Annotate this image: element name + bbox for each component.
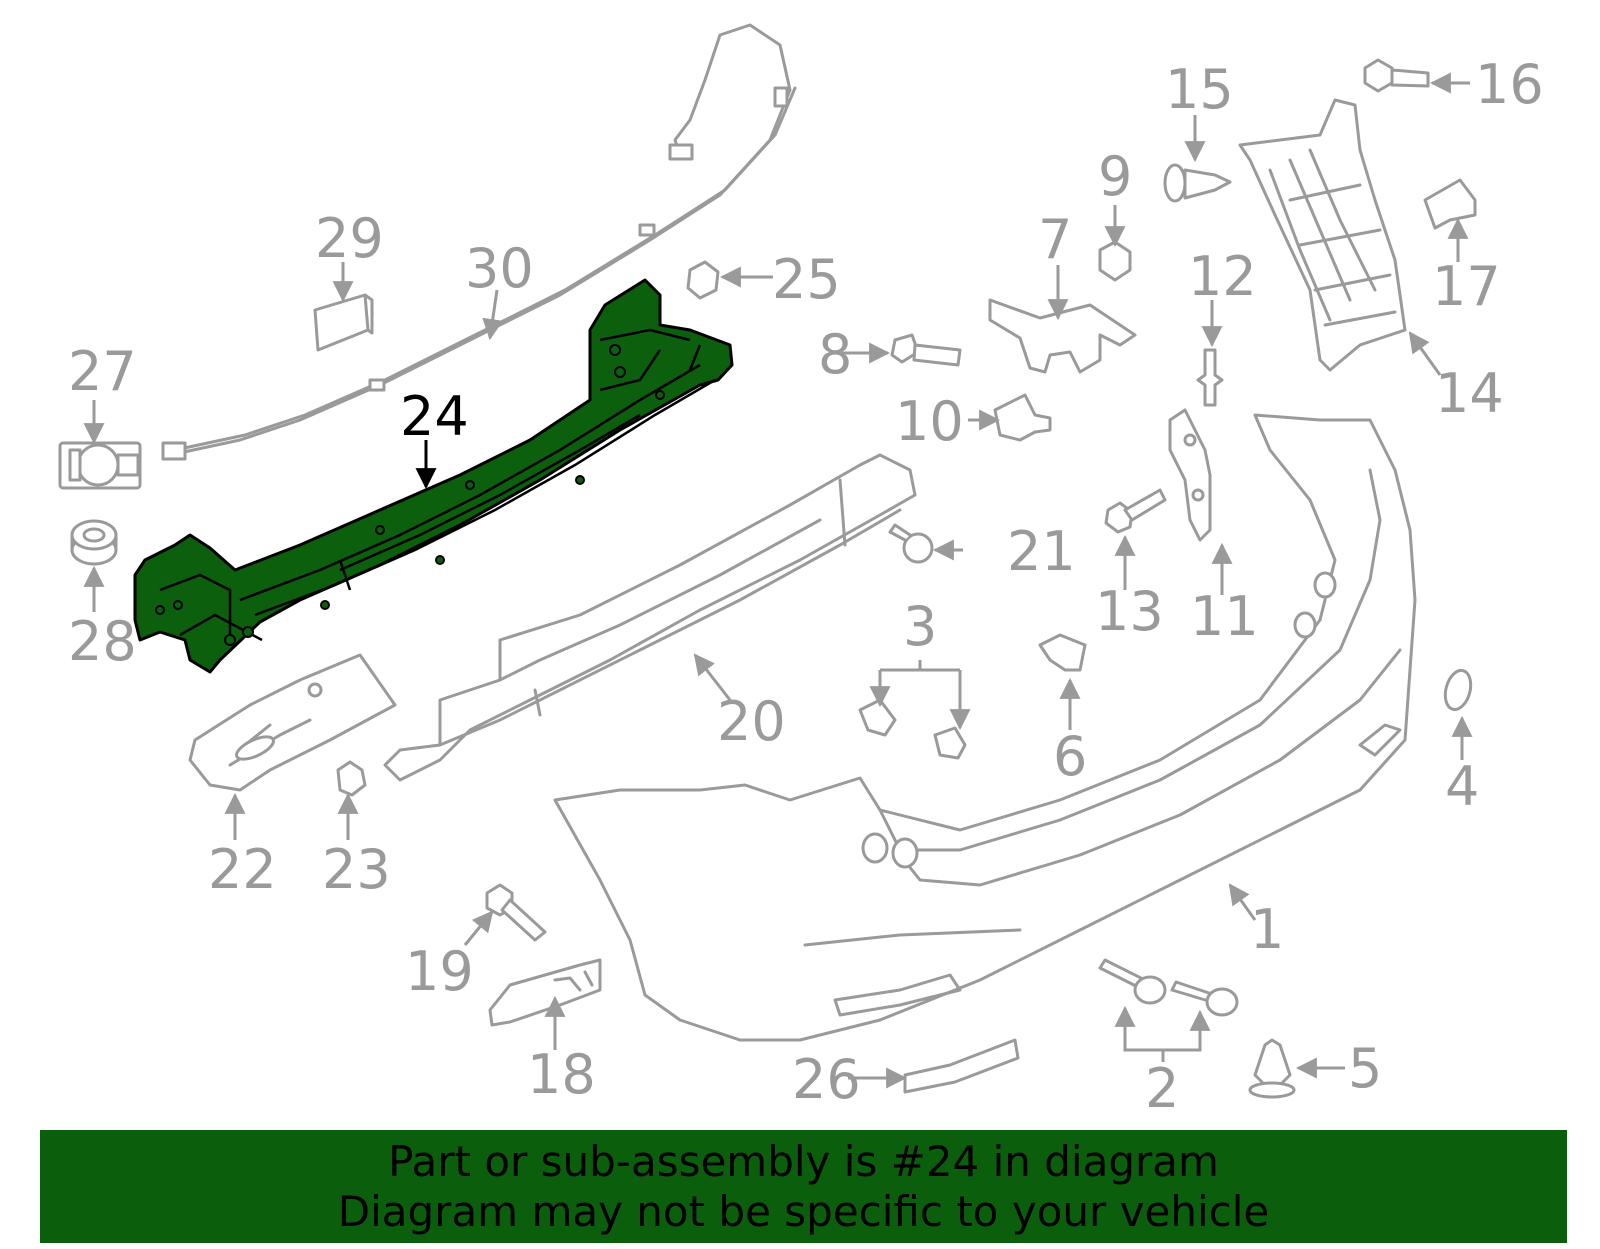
callout-21: 21 <box>1007 520 1076 583</box>
callout-12: 12 <box>1188 245 1257 308</box>
callout-23: 23 <box>322 838 391 901</box>
callout-16: 16 <box>1475 53 1544 116</box>
part-14-side-bracket[interactable] <box>1238 98 1407 372</box>
part-16-bolt[interactable] <box>1363 58 1430 93</box>
part-13-bolt[interactable] <box>1104 488 1167 534</box>
part-23-nut[interactable] <box>336 760 367 797</box>
part-22-bracket[interactable] <box>188 653 397 792</box>
part-6-clip[interactable] <box>1038 633 1087 672</box>
part-18-bracket[interactable] <box>488 958 602 1027</box>
callout-10: 10 <box>895 390 964 453</box>
callout-20: 20 <box>717 690 786 753</box>
part-25-nut[interactable] <box>686 260 720 300</box>
part-10-clip[interactable] <box>993 393 1052 442</box>
part-8-bolt[interactable] <box>890 333 962 367</box>
callout-2: 2 <box>1145 1057 1179 1120</box>
callout-5: 5 <box>1348 1037 1382 1100</box>
callout-4: 4 <box>1445 755 1479 818</box>
part-21-push-pin[interactable] <box>888 523 934 564</box>
callout-28: 28 <box>68 610 137 673</box>
info-banner: Part or sub-assembly is #24 in diagram D… <box>40 1130 1567 1243</box>
callout-3: 3 <box>903 595 937 658</box>
callout-27: 27 <box>68 340 137 403</box>
callout-17: 17 <box>1432 255 1501 318</box>
callout-7: 7 <box>1038 208 1072 271</box>
callout-18: 18 <box>527 1043 596 1106</box>
callout-11: 11 <box>1190 585 1259 648</box>
part-1-bumper-cover[interactable] <box>553 413 1417 1042</box>
banner-line-disclaimer: Diagram may not be specific to your vehi… <box>337 1187 1270 1236</box>
callout-9: 9 <box>1098 145 1132 208</box>
callout-14: 14 <box>1435 362 1504 425</box>
part-3-clips[interactable] <box>858 698 967 760</box>
part-15-push-clip[interactable] <box>1163 163 1232 203</box>
part-7-bracket[interactable] <box>988 298 1137 374</box>
part-11-bracket[interactable] <box>1168 408 1212 542</box>
part-17-clip[interactable] <box>1423 178 1477 230</box>
callout-24: 24 <box>400 385 469 448</box>
part-12-pin[interactable] <box>1196 348 1224 407</box>
part-19-bolt[interactable] <box>485 883 547 942</box>
part-2-screws[interactable] <box>1098 958 1239 1017</box>
callout-19: 19 <box>405 940 474 1003</box>
leader-lines <box>83 72 1473 1089</box>
part-9-nut[interactable] <box>1098 240 1132 282</box>
part-5-push-clip[interactable] <box>1248 1038 1296 1099</box>
callout-13: 13 <box>1095 580 1164 643</box>
part-26-strip[interactable] <box>903 1038 1020 1094</box>
banner-line-part-number: Part or sub-assembly is #24 in diagram <box>388 1137 1219 1186</box>
callout-26: 26 <box>792 1048 861 1111</box>
callout-22: 22 <box>208 838 277 901</box>
callout-labels: 1 2 3 4 5 6 7 8 9 10 11 12 13 14 15 16 1… <box>68 53 1544 1120</box>
part-27-sensor-bracket[interactable] <box>58 441 142 490</box>
part-20-energy-absorber[interactable] <box>383 453 917 782</box>
part-4-seal[interactable] <box>1441 668 1475 713</box>
callout-15: 15 <box>1165 58 1234 121</box>
part-29-label[interactable] <box>313 293 374 352</box>
callout-25: 25 <box>772 248 841 311</box>
part-24-reinforcement-bar[interactable] <box>133 278 734 674</box>
callout-1: 1 <box>1250 898 1284 961</box>
part-28-grommet[interactable] <box>70 519 118 566</box>
callout-6: 6 <box>1053 725 1087 788</box>
callout-8: 8 <box>818 323 852 386</box>
callout-30: 30 <box>465 237 534 300</box>
part-30-wiring-harness[interactable] <box>161 23 797 461</box>
callout-29: 29 <box>315 207 384 270</box>
